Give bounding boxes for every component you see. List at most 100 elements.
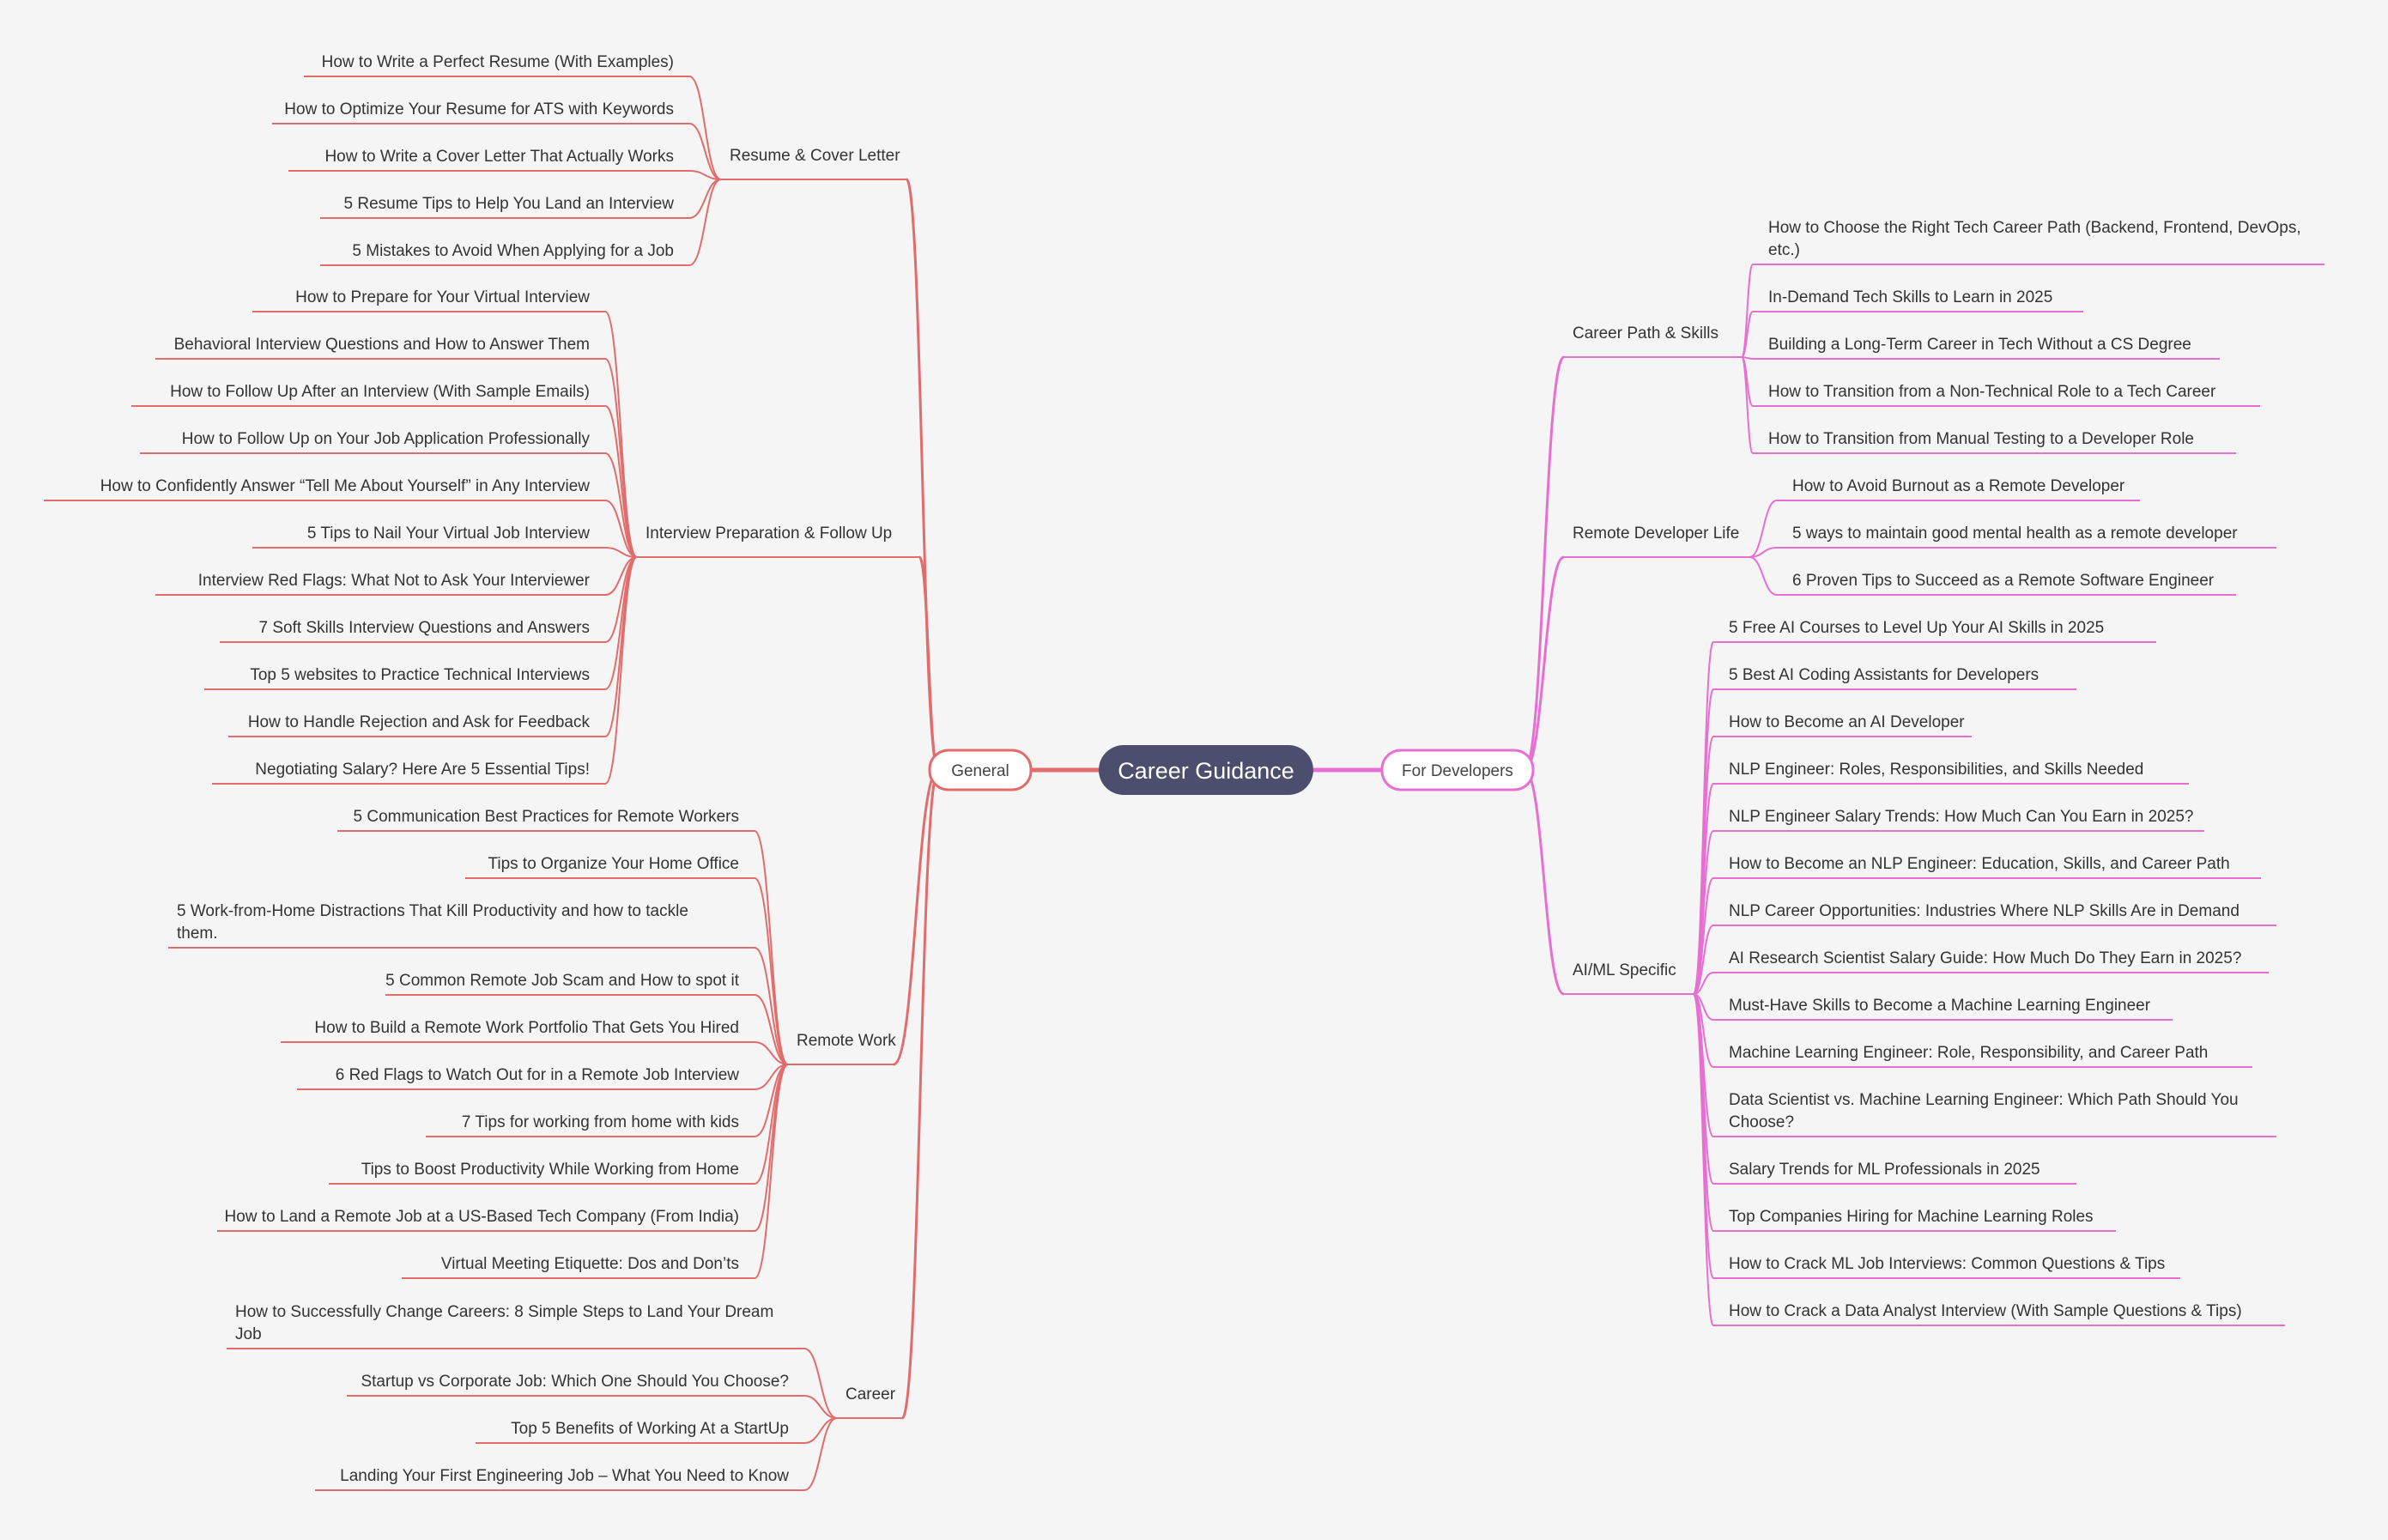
connector-line [604, 405, 638, 558]
leaf-topic[interactable]: 5 ways to maintain good mental health as… [1792, 524, 2238, 543]
category-label: General [951, 762, 1009, 780]
leaf-topic[interactable]: Behavioral Interview Questions and How t… [174, 336, 590, 354]
connector-line [1693, 688, 1714, 995]
connector-line [1741, 311, 1754, 358]
leaf-topic[interactable]: How to Choose the Right Tech Career Path… [1768, 219, 2301, 237]
connector-line [1741, 264, 1754, 358]
leaf-topic[interactable]: Building a Long-Term Career in Tech With… [1768, 336, 2191, 354]
leaf-topic[interactable]: How to Crack ML Job Interviews: Common Q… [1729, 1255, 2165, 1273]
connector-line [1749, 500, 1778, 558]
leaf-topic[interactable]: How to Confidently Answer “Tell Me About… [100, 477, 591, 495]
category-node-for-developers[interactable] [1380, 749, 1535, 791]
connector-line [803, 1348, 838, 1419]
leaf-topic[interactable]: AI Research Scientist Salary Guide: How … [1729, 949, 2241, 967]
connector-line [1524, 768, 1565, 996]
connector-line [1749, 547, 1778, 558]
leaf-topic[interactable]: NLP Engineer: Roles, Responsibilities, a… [1729, 761, 2143, 779]
leaf-topic[interactable]: Job [235, 1325, 262, 1343]
leaf-topic[interactable]: How to Transition from Manual Testing to… [1768, 430, 2194, 448]
leaf-topic[interactable]: How to Follow Up After an Interview (Wit… [170, 383, 590, 401]
leaf-topic[interactable]: How to Write a Cover Letter That Actuall… [324, 148, 674, 166]
connector-line [754, 947, 789, 1065]
leaf-topic[interactable]: 7 Soft Skills Interview Questions and An… [259, 619, 590, 637]
leaf-topic[interactable]: Tips to Organize Your Home Office [488, 855, 739, 873]
leaf-topic[interactable]: 5 Common Remote Job Scam and How to spot… [385, 972, 740, 990]
leaf-topic[interactable]: Data Scientist vs. Machine Learning Engi… [1729, 1091, 2239, 1109]
leaf-topic[interactable]: How to Land a Remote Job at a US-Based T… [225, 1208, 740, 1226]
branch-label[interactable]: Career [845, 1385, 896, 1404]
leaf-topic[interactable]: How to Avoid Burnout as a Remote Develop… [1792, 477, 2125, 495]
leaf-topic[interactable]: 6 Proven Tips to Succeed as a Remote Sof… [1792, 572, 2215, 590]
connector-line [1693, 993, 1714, 1326]
connector-line [1693, 972, 1714, 995]
connector-lines [44, 76, 2324, 1491]
root-node[interactable] [1099, 745, 1313, 795]
connector-line [604, 500, 638, 558]
leaf-topic[interactable]: NLP Engineer Salary Trends: How Much Can… [1729, 808, 2193, 826]
root-node-label: Career Guidance [1118, 758, 1294, 784]
connector-line [688, 170, 722, 180]
leaf-topic[interactable]: How to Write a Perfect Resume (With Exam… [322, 53, 674, 71]
connector-line [754, 994, 789, 1065]
leaf-topic[interactable]: In-Demand Tech Skills to Learn in 2025 [1768, 288, 2052, 306]
leaf-topic[interactable]: Tips to Boost Productivity While Working… [361, 1161, 739, 1179]
leaf-topic[interactable]: 5 Work-from-Home Distractions That Kill … [177, 902, 688, 920]
leaf-topic[interactable]: Interview Red Flags: What Not to Ask You… [198, 572, 591, 590]
leaf-topic[interactable]: How to Prepare for Your Virtual Intervie… [295, 288, 590, 306]
leaf-topic[interactable]: How to Transition from a Non-Technical R… [1768, 383, 2216, 401]
connector-line [905, 178, 940, 772]
connector-line [754, 1064, 789, 1279]
leaf-topic[interactable]: How to Become an AI Developer [1729, 713, 1965, 731]
branch-label[interactable]: Resume & Cover Letter [730, 147, 900, 165]
leaf-topic[interactable]: Top 5 websites to Practice Technical Int… [250, 666, 590, 684]
leaf-topic[interactable]: 5 Resume Tips to Help You Land an Interv… [344, 195, 675, 213]
leaf-topic[interactable]: 5 Tips to Nail Your Virtual Job Intervie… [307, 524, 590, 543]
leaf-topic[interactable]: Top 5 Benefits of Working At a StartUp [511, 1420, 789, 1438]
leaf-topic[interactable]: 6 Red Flags to Watch Out for in a Remote… [336, 1066, 740, 1084]
leaf-topic[interactable]: NLP Career Opportunities: Industries Whe… [1729, 902, 2240, 920]
branch-label[interactable]: Remote Work [797, 1032, 896, 1050]
connector-line [604, 556, 638, 737]
leaf-topic[interactable]: etc.) [1768, 241, 1800, 259]
leaf-topic[interactable]: them. [177, 925, 218, 943]
branch-label[interactable]: Interview Preparation & Follow Up [645, 524, 892, 543]
leaf-topic[interactable]: How to Follow Up on Your Job Application… [182, 430, 591, 448]
connector-line [604, 311, 638, 558]
leaf-topic[interactable]: How to Become an NLP Engineer: Education… [1729, 855, 2230, 873]
connector-line [688, 76, 722, 180]
connector-line [803, 1395, 838, 1419]
leaf-topic[interactable]: 5 Free AI Courses to Level Up Your AI Sk… [1729, 619, 2104, 637]
leaf-topic[interactable]: 5 Best AI Coding Assistants for Develope… [1729, 666, 2039, 684]
connector-line [604, 547, 638, 558]
leaf-topic[interactable]: How to Successfully Change Careers: 8 Si… [235, 1303, 773, 1321]
branch-label[interactable]: Career Path & Skills [1573, 324, 1718, 343]
leaf-topic[interactable]: How to Optimize Your Resume for ATS with… [284, 100, 674, 118]
leaf-topic[interactable]: 5 Mistakes to Avoid When Applying for a … [352, 242, 674, 260]
category-node-general[interactable] [928, 749, 1033, 791]
connector-line [688, 123, 722, 180]
connector-line [688, 179, 722, 266]
connector-line [688, 179, 722, 219]
leaf-topic[interactable]: How to Handle Rejection and Ask for Feed… [248, 713, 591, 731]
leaf-topic[interactable]: How to Build a Remote Work Portfolio Tha… [314, 1019, 739, 1037]
leaf-topic[interactable]: Salary Trends for ML Professionals in 20… [1729, 1161, 2040, 1179]
connector-line [1523, 355, 1566, 772]
connector-line [604, 556, 638, 785]
leaf-topic[interactable]: Landing Your First Engineering Job – Wha… [340, 1467, 789, 1485]
connector-line [754, 1041, 789, 1065]
connector-line [893, 768, 939, 1066]
leaf-topic[interactable]: Choose? [1729, 1113, 1794, 1131]
branch-label[interactable]: Remote Developer Life [1573, 524, 1739, 543]
leaf-topic[interactable]: Must-Have Skills to Become a Machine Lea… [1729, 997, 2151, 1015]
leaf-topic[interactable]: Negotiating Salary? Here Are 5 Essential… [255, 761, 590, 779]
leaf-topic[interactable]: 7 Tips for working from home with kids [462, 1113, 739, 1131]
leaf-topic[interactable]: Machine Learning Engineer: Role, Respons… [1729, 1044, 2208, 1062]
leaf-topic[interactable]: Startup vs Corporate Job: Which One Shou… [361, 1373, 789, 1391]
leaf-topic[interactable]: 5 Communication Best Practices for Remot… [354, 808, 739, 826]
leaf-topic[interactable]: Top Companies Hiring for Machine Learnin… [1729, 1208, 2094, 1226]
leaf-topic[interactable]: How to Crack a Data Analyst Interview (W… [1729, 1302, 2242, 1320]
branch-label[interactable]: AI/ML Specific [1573, 961, 1676, 979]
leaf-topic[interactable]: Virtual Meeting Etiquette: Dos and Don’t… [441, 1255, 739, 1273]
